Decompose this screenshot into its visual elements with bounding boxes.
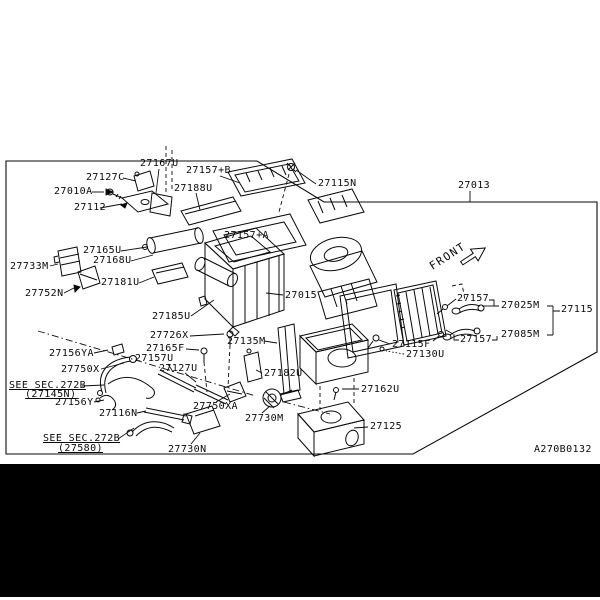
front-direction-arrow <box>458 242 489 269</box>
part-label-27165u: 27165U <box>83 245 122 256</box>
part-label-27165f: 27165F <box>146 343 185 354</box>
scan-black-band <box>0 464 600 597</box>
part-label-27181u: 27181U <box>101 277 140 288</box>
part-label-27162u: 27162U <box>361 384 400 395</box>
fiche-code: A270B0132 <box>534 444 592 455</box>
part-label-27157-top: 27157 <box>457 293 490 304</box>
part-label-27733m: 27733M <box>10 261 49 272</box>
part-label-27730m: 27730M <box>245 413 284 424</box>
part-label-27130u: 27130U <box>406 349 445 360</box>
part-label-27127c: 27127C <box>86 172 125 183</box>
part-label-27752n: 27752N <box>25 288 64 299</box>
part-label-27085m: 27085M <box>501 329 540 340</box>
part-label-27156y: 27156Y <box>55 397 94 408</box>
part-label-27188u: 27188U <box>174 183 213 194</box>
part-label-27127u: 27127U <box>159 363 198 374</box>
part-shapes <box>54 159 484 456</box>
part-label-27750xa: 27750XA <box>193 401 238 412</box>
part-label-27167u: 27167U <box>140 158 179 169</box>
see-sec-272b-note-1: SEE SEC.272B <box>9 380 87 391</box>
part-label-27013: 27013 <box>458 180 491 191</box>
part-label-27157u: 27157U <box>135 353 174 364</box>
part-label-27182u: 27182U <box>264 368 303 379</box>
part-label-27125: 27125 <box>370 421 403 432</box>
part-label-27015: 27015 <box>285 290 318 301</box>
part-label-27010a: 27010A <box>54 186 93 197</box>
leader-lines <box>50 169 560 444</box>
part-label-27115f: 27115F <box>392 339 431 350</box>
part-label-27580: (27580) <box>58 443 103 454</box>
part-label-27726x: 27726X <box>150 330 189 341</box>
part-label-27157-b: 27157+B <box>186 165 231 176</box>
part-label-27025m: 27025M <box>501 300 540 311</box>
see-sec-272b-note-2: SEE SEC.272B <box>43 433 121 444</box>
part-label-27730n: 27730N <box>168 444 207 455</box>
part-label-27116n: 27116N <box>99 408 138 419</box>
part-label-27750x: 27750X <box>61 364 100 375</box>
part-label-27157-a: 27157+A <box>224 230 269 241</box>
part-label-27135m: 27135M <box>227 336 266 347</box>
part-label-27115: 27115 <box>561 304 594 315</box>
part-label-27156ya: 27156YA <box>49 348 94 359</box>
part-label-27168u: 27168U <box>93 255 132 266</box>
part-label-27185u: 27185U <box>152 311 191 322</box>
dashed-guide-lines <box>38 146 465 414</box>
part-label-27157-bottom: 27157 <box>460 334 493 345</box>
part-label-27112: 27112 <box>74 202 107 213</box>
part-label-27145n: (27145N) <box>25 389 77 400</box>
part-label-27115n: 27115N <box>318 178 357 189</box>
